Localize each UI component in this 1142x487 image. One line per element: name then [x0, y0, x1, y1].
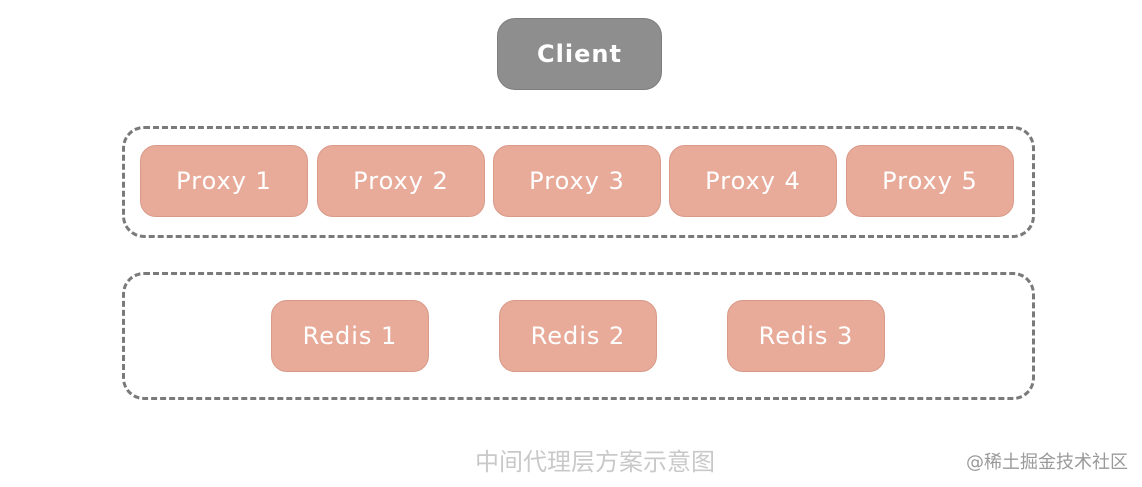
redis-label: Redis 2	[530, 322, 626, 350]
client-node: Client	[497, 18, 662, 90]
proxy-label: Proxy 4	[705, 167, 801, 195]
proxy-group	[122, 126, 1035, 238]
proxy-label: Proxy 2	[353, 167, 449, 195]
redis-label: Redis 1	[302, 322, 398, 350]
proxy-node-5: Proxy 5	[846, 145, 1014, 217]
client-label: Client	[537, 40, 622, 68]
redis-node-1: Redis 1	[271, 300, 429, 372]
redis-group	[122, 272, 1035, 400]
proxy-label: Proxy 1	[176, 167, 272, 195]
proxy-label: Proxy 3	[529, 167, 625, 195]
proxy-node-3: Proxy 3	[493, 145, 661, 217]
redis-node-2: Redis 2	[499, 300, 657, 372]
watermark: @稀土掘金技术社区	[966, 452, 1128, 473]
redis-label: Redis 3	[758, 322, 854, 350]
proxy-node-2: Proxy 2	[317, 145, 485, 217]
proxy-node-4: Proxy 4	[669, 145, 837, 217]
proxy-node-1: Proxy 1	[140, 145, 308, 217]
diagram-caption: 中间代理层方案示意图	[475, 448, 715, 476]
proxy-label: Proxy 5	[882, 167, 978, 195]
redis-node-3: Redis 3	[727, 300, 885, 372]
